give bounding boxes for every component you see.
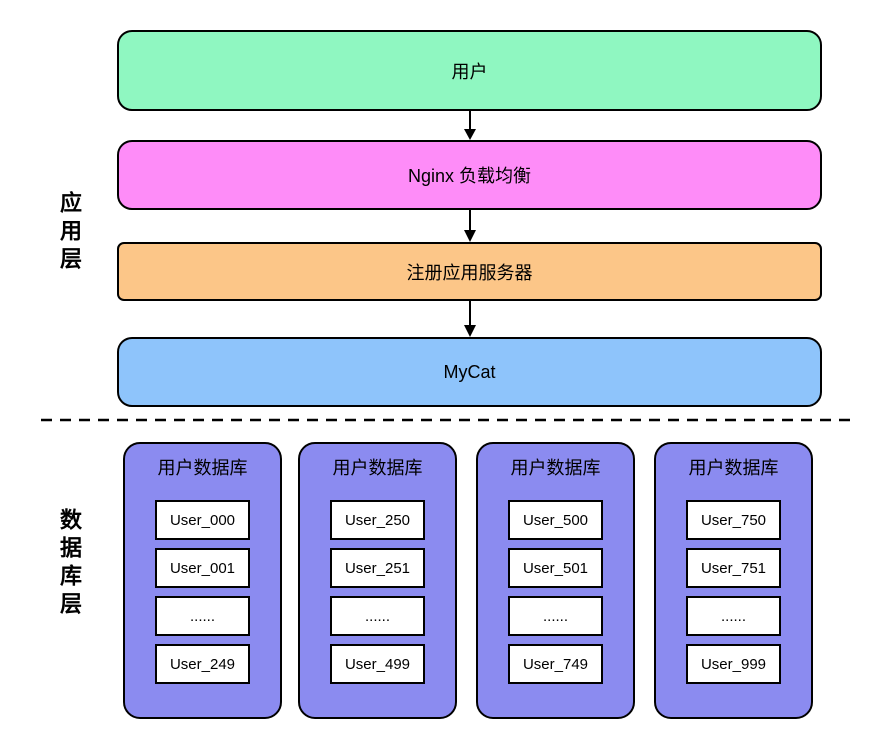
table-shard: User_749 [508, 644, 603, 684]
table-shard: User_999 [686, 644, 781, 684]
database-layer-label: 数据库层 [57, 508, 82, 620]
arrow-nginx-to-appserver-icon [464, 210, 476, 242]
database-title: 用户数据库 [688, 458, 779, 478]
table-shard: User_001 [155, 548, 250, 588]
user-database-box: 用户数据库 User_000 User_001 ...... User_249 [123, 442, 282, 719]
database-title: 用户数据库 [157, 458, 248, 478]
table-shard: User_249 [155, 644, 250, 684]
table-shard: User_251 [330, 548, 425, 588]
user-database-box: 用户数据库 User_500 User_501 ...... User_749 [476, 442, 635, 719]
arrow-appserver-to-mycat-icon [464, 301, 476, 337]
table-shard-ellipsis: ...... [508, 596, 603, 636]
app-server-box: 注册应用服务器 [117, 242, 822, 301]
table-shard: User_751 [686, 548, 781, 588]
user-box: 用户 [117, 30, 822, 111]
table-shard: User_000 [155, 500, 250, 540]
arrow-user-to-nginx-icon [464, 111, 476, 140]
table-shard-ellipsis: ...... [155, 596, 250, 636]
table-shard: User_501 [508, 548, 603, 588]
table-shard: User_750 [686, 500, 781, 540]
nginx-box-label: Nginx 负载均衡 [407, 166, 532, 186]
table-shard-ellipsis: ...... [330, 596, 425, 636]
application-layer-label: 应用层 [57, 191, 82, 275]
table-shard-ellipsis: ...... [686, 596, 781, 636]
table-shard: User_499 [330, 644, 425, 684]
table-shard: User_250 [330, 500, 425, 540]
user-database-box: 用户数据库 User_750 User_751 ...... User_999 [654, 442, 813, 719]
app-server-box-label: 注册应用服务器 [406, 262, 533, 283]
nginx-load-balancer-box: Nginx 负载均衡 [117, 140, 822, 210]
table-shard: User_500 [508, 500, 603, 540]
database-title: 用户数据库 [510, 458, 601, 478]
user-database-box: 用户数据库 User_250 User_251 ...... User_499 [298, 442, 457, 719]
mycat-box: MyCat [117, 337, 822, 407]
mycat-box-label: MyCat [443, 361, 496, 382]
database-title: 用户数据库 [332, 458, 423, 478]
user-box-label: 用户 [451, 61, 488, 82]
